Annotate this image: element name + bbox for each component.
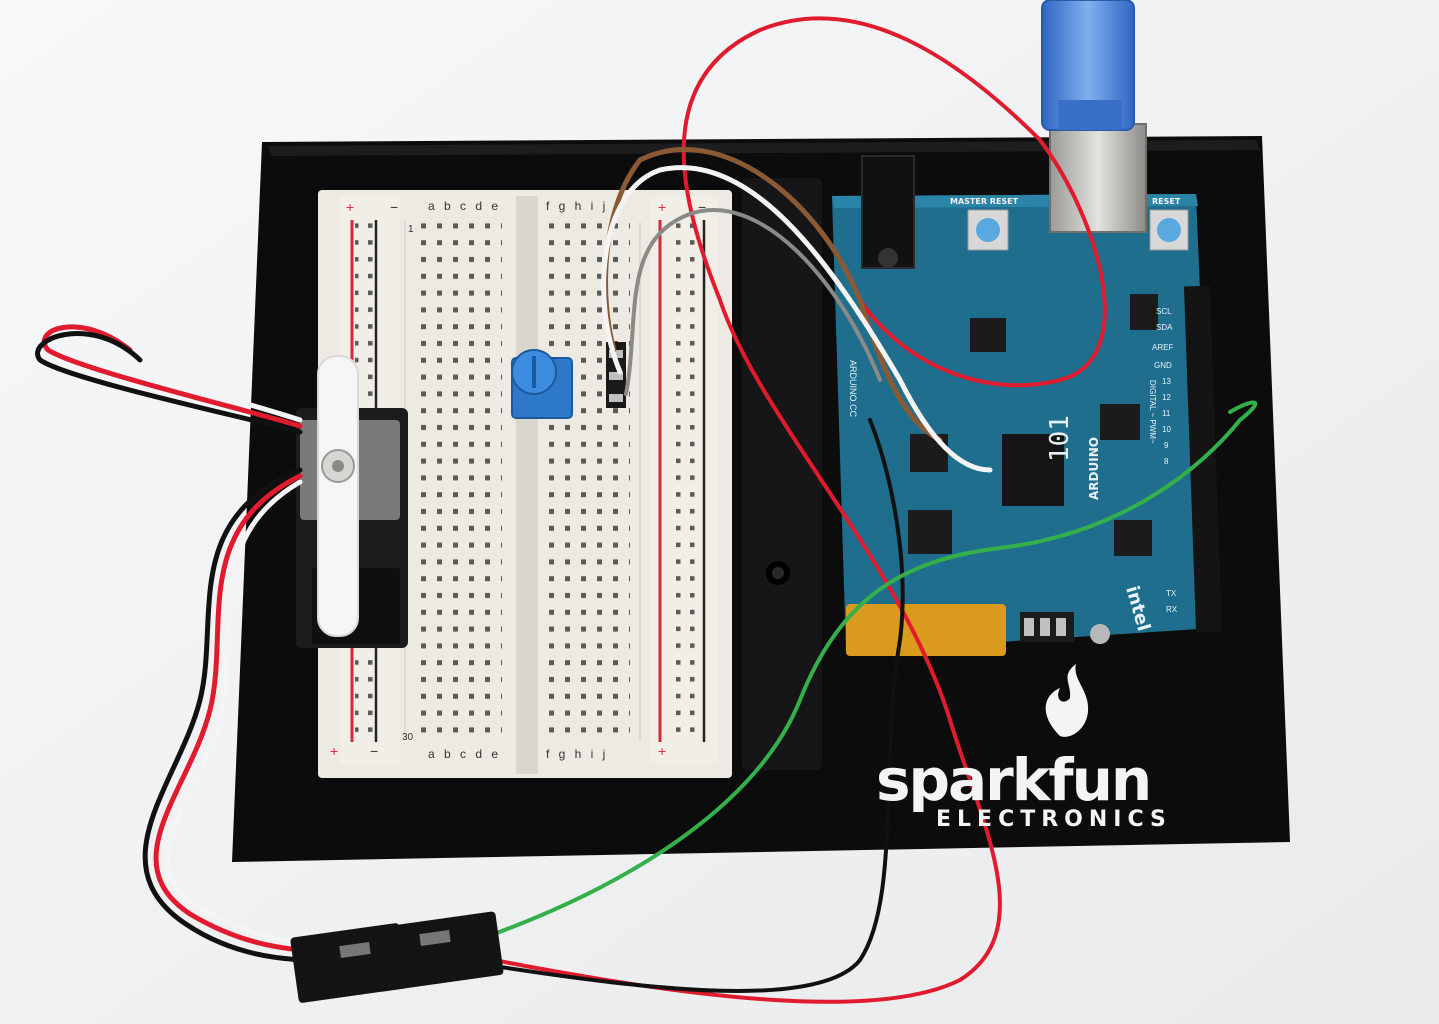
master-reset-label: MASTER RESET (950, 197, 1019, 206)
sda-label: SDA (1156, 323, 1173, 332)
grey-wire (624, 208, 882, 396)
aref-label: AREF (1152, 343, 1173, 352)
chip-small-3 (908, 510, 952, 554)
pin-11-label: 11 (1162, 409, 1171, 418)
board-site: ARDUINO.CC (848, 360, 858, 418)
column-labels-bottom-right: f g h i j (546, 747, 608, 761)
chip-main (1002, 434, 1064, 506)
pin-12-label: 12 (1162, 393, 1171, 402)
potentiometer (511, 349, 573, 419)
column-labels-top-right: f g h i j (546, 199, 608, 213)
gnd-label: GND (1154, 361, 1172, 370)
servo-wire-red (41, 324, 303, 429)
pin-10-label: 10 (1162, 425, 1171, 434)
digital-pwm-label: DIGITAL ~ PWM~ (1148, 380, 1157, 444)
scl-label: SCL (1156, 307, 1172, 316)
red-wire-loop (492, 16, 1107, 1004)
column-labels-top-left: a b c d e (428, 199, 501, 213)
rail-plus-bottom: + (330, 743, 338, 759)
chip-small-4 (1100, 404, 1140, 440)
pin-13-label: 13 (1162, 377, 1171, 386)
row-label-first: 1 (408, 224, 414, 235)
rail-plus-top: + (346, 199, 354, 215)
white-wire (601, 165, 993, 473)
rail-minus-top-right: − (698, 199, 706, 215)
servo-lead-black (142, 467, 303, 963)
pin-9-label: 9 (1164, 441, 1169, 450)
pin-8-label: 8 (1164, 457, 1169, 466)
rail-minus-bottom: − (370, 743, 378, 759)
icsp-header (1130, 294, 1158, 330)
sparkfun-wordmark: sparkfun (876, 746, 1150, 814)
pin-rx-label: RX (1166, 605, 1178, 614)
rail-minus-top: − (390, 199, 398, 215)
sparkfun-logo: sparkfun ELECTRONICS (876, 664, 1172, 832)
reset-label: RESET (1152, 197, 1181, 206)
usb-cable (1041, 0, 1135, 131)
column-labels-bottom-left: a b c d e (428, 747, 501, 761)
rail-plus-bottom-right: + (658, 743, 666, 759)
black-wire (492, 418, 905, 993)
header-pins (606, 342, 626, 408)
pin-tx-label: TX (1166, 589, 1177, 598)
chip-small-5 (1114, 520, 1152, 556)
servo-lead-white (164, 479, 303, 945)
jumper-connector (290, 911, 504, 1003)
row-label-last: 30 (402, 732, 414, 743)
servo-lead-red (153, 473, 303, 953)
sparkfun-subtitle: ELECTRONICS (936, 807, 1172, 832)
rail-plus-top-right: + (658, 199, 666, 215)
servo-motor (296, 355, 408, 648)
master-reset-button[interactable] (967, 209, 1009, 251)
green-wire (492, 400, 1258, 936)
board-brand: ARDUINO (1087, 437, 1101, 500)
chip-small-1 (970, 318, 1006, 352)
sparkfun-flame-icon (1045, 664, 1089, 737)
servo-wire-black (35, 331, 303, 435)
board-model: 101 (1045, 415, 1075, 462)
arduino-101-board: MASTER RESET RESET 101 ARDUINO ARDUINO.C… (832, 123, 1223, 656)
bluetooth-antenna (846, 604, 1006, 656)
wires (35, 16, 1258, 1004)
servo-horn (317, 355, 359, 637)
